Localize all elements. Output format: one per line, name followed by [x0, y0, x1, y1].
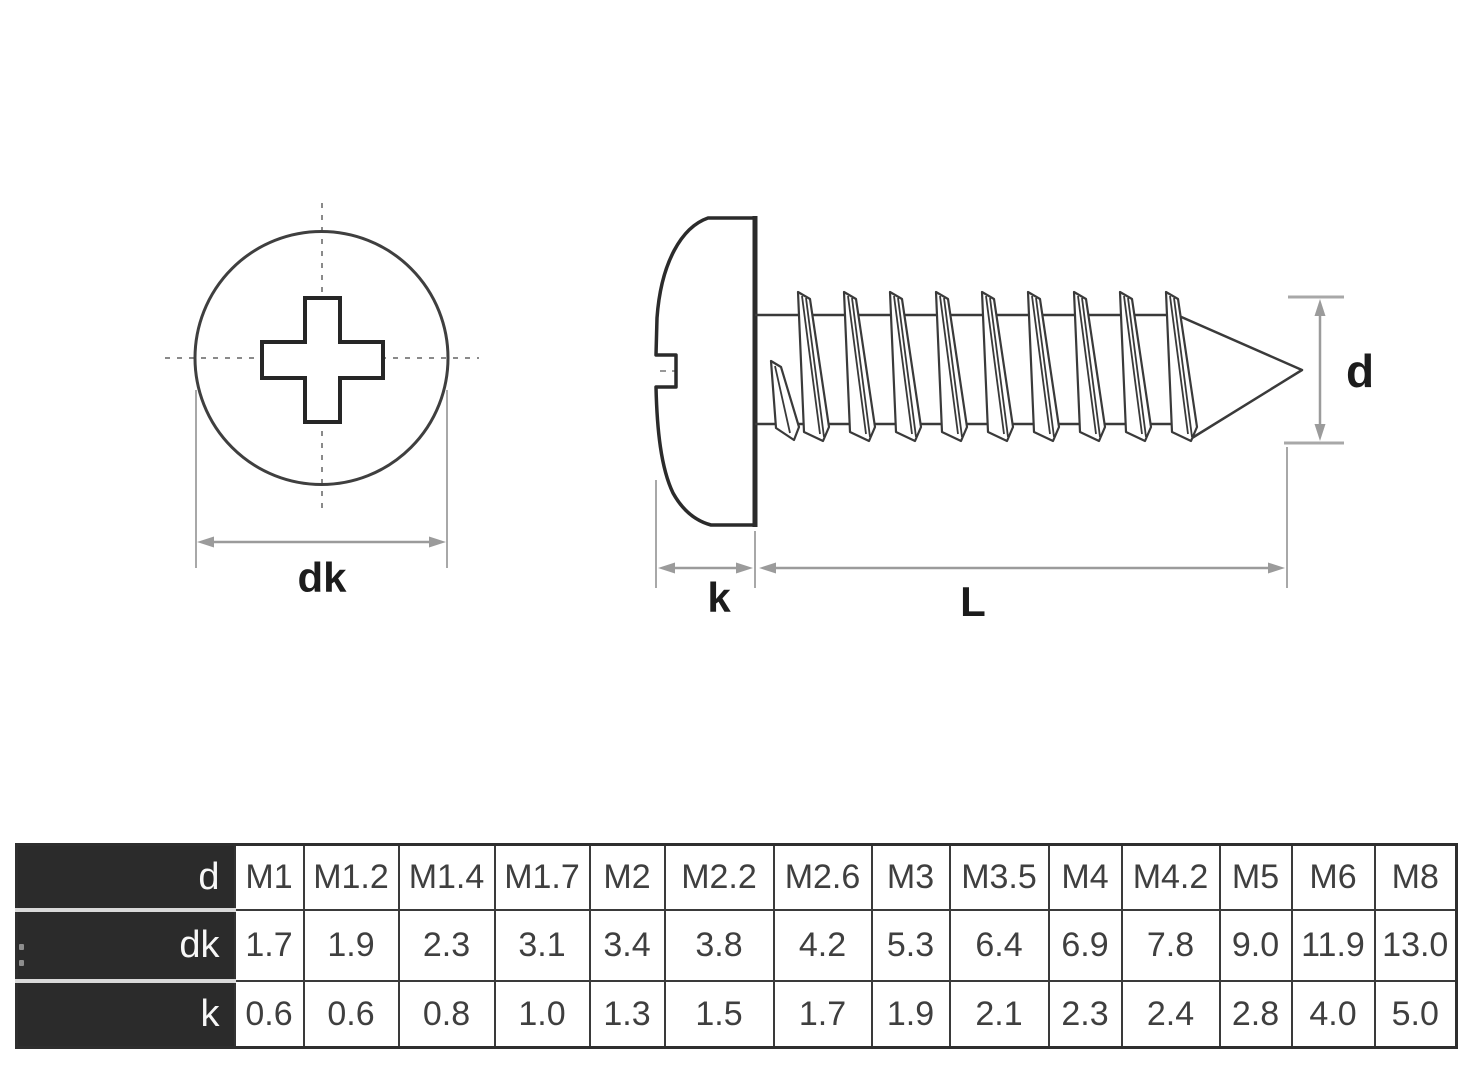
table-row-d: d M1 M1.2 M1.4 M1.7 M2 M2.2 M2.6 M3 M3.5…: [16, 843, 1458, 912]
dk-dimension: dk: [195, 390, 448, 601]
k-value-cell: 1.9: [870, 980, 951, 1049]
size-cell: M4.2: [1120, 843, 1221, 911]
thread-blade: [934, 290, 969, 443]
size-cell: M1.2: [302, 843, 400, 911]
L-dimension: L: [759, 447, 1288, 625]
k-value-cell: 1.7: [772, 980, 873, 1049]
size-cell: M2: [588, 843, 666, 911]
arrowhead-up: [1314, 299, 1326, 316]
size-cell: M5: [1218, 843, 1293, 911]
thread-blade-partial: [769, 359, 801, 442]
k-value-cell: 0.8: [397, 980, 496, 1049]
dk-label: dk: [297, 554, 347, 601]
size-cell: M3.5: [948, 843, 1050, 911]
dk-value-cell: 9.0: [1218, 909, 1293, 982]
k-label: k: [707, 574, 731, 621]
dk-value-cell: 4.2: [772, 909, 873, 982]
row-header-k: k: [16, 981, 236, 1048]
arrowhead-down: [1314, 424, 1326, 441]
arrowhead-left: [658, 562, 675, 574]
thread-blade: [980, 290, 1015, 443]
k-value-cell: 4.0: [1290, 980, 1376, 1049]
size-cell: M1: [233, 843, 305, 911]
k-value-cell: 2.4: [1120, 980, 1221, 1049]
d-dimension: d: [1284, 295, 1374, 445]
k-value-cell: 5.0: [1373, 980, 1458, 1049]
dk-value-cell: 13.0: [1373, 909, 1458, 982]
dk-value-cell: 6.4: [948, 909, 1050, 982]
k-value-cell: 2.1: [948, 980, 1050, 1049]
dimension-table-container: d M1 M1.2 M1.4 M1.7 M2 M2.2 M2.6 M3 M3.5…: [15, 843, 1458, 1049]
size-cell: M8: [1373, 843, 1458, 911]
arrowhead-left: [759, 562, 776, 574]
screw-top-view: dk: [165, 203, 479, 601]
k-value-cell: 2.8: [1218, 980, 1293, 1049]
dk-value-cell: 2.3: [397, 909, 496, 982]
k-value-cell: 1.3: [588, 980, 666, 1049]
thread-blade: [888, 290, 923, 443]
dk-value-cell: 6.9: [1047, 909, 1123, 982]
dk-value-cell: 11.9: [1290, 909, 1376, 982]
arrowhead-right: [736, 562, 753, 574]
dk-value-cell: 5.3: [870, 909, 951, 982]
k-dimension: k: [655, 480, 756, 621]
thread-blade: [1026, 290, 1061, 443]
k-value-cell: 0.6: [302, 980, 400, 1049]
thread-blade: [1164, 290, 1199, 443]
thread-blades: [796, 290, 1199, 443]
head-circle: [193, 230, 450, 486]
dk-value-cell: 1.9: [302, 909, 400, 982]
size-cell: M2.6: [772, 843, 873, 911]
size-cell: M1.7: [493, 843, 591, 911]
row-header-dk: dk: [16, 910, 236, 983]
arrowhead-right: [1268, 562, 1285, 574]
screw-technical-drawing: dk: [165, 203, 1374, 625]
dk-value-cell: 7.8: [1120, 909, 1221, 982]
arrowhead-right: [429, 536, 446, 548]
thread-blade: [1072, 290, 1107, 443]
k-value-cell: 0.6: [233, 980, 305, 1049]
L-label: L: [960, 578, 986, 625]
table-row-dk: dk 1.7 1.9 2.3 3.1 3.4 3.8 4.2 5.3 6.4 6…: [16, 909, 1458, 983]
screw-side-view: k L d: [654, 216, 1374, 625]
thread-blade: [796, 290, 831, 443]
dimension-table: d M1 M1.2 M1.4 M1.7 M2 M2.2 M2.6 M3 M3.5…: [15, 843, 1458, 1049]
pan-head-profile: [654, 216, 757, 527]
size-cell: M4: [1047, 843, 1123, 911]
k-value-cell: 1.5: [663, 980, 775, 1049]
thread-blade: [1118, 290, 1153, 443]
d-label: d: [1346, 345, 1374, 397]
size-cell: M6: [1290, 843, 1376, 911]
dk-value-cell: 3.1: [493, 909, 591, 982]
stray-mark-dots: [19, 944, 25, 966]
dk-value-cell: 3.4: [588, 909, 666, 982]
k-value-cell: 2.3: [1047, 980, 1123, 1049]
dk-value-cell: 3.8: [663, 909, 775, 982]
row-header-d: d: [16, 844, 236, 912]
thread-blade: [842, 290, 877, 443]
table-row-k: k 0.6 0.6 0.8 1.0 1.3 1.5 1.7 1.9 2.1 2.…: [16, 980, 1458, 1049]
phillips-cross-recess: [260, 296, 385, 424]
size-cell: M2.2: [663, 843, 775, 911]
arrowhead-left: [197, 536, 214, 548]
k-value-cell: 1.0: [493, 980, 591, 1049]
dk-value-cell: 1.7: [233, 909, 305, 982]
size-cell: M1.4: [397, 843, 496, 911]
size-cell: M3: [870, 843, 951, 911]
